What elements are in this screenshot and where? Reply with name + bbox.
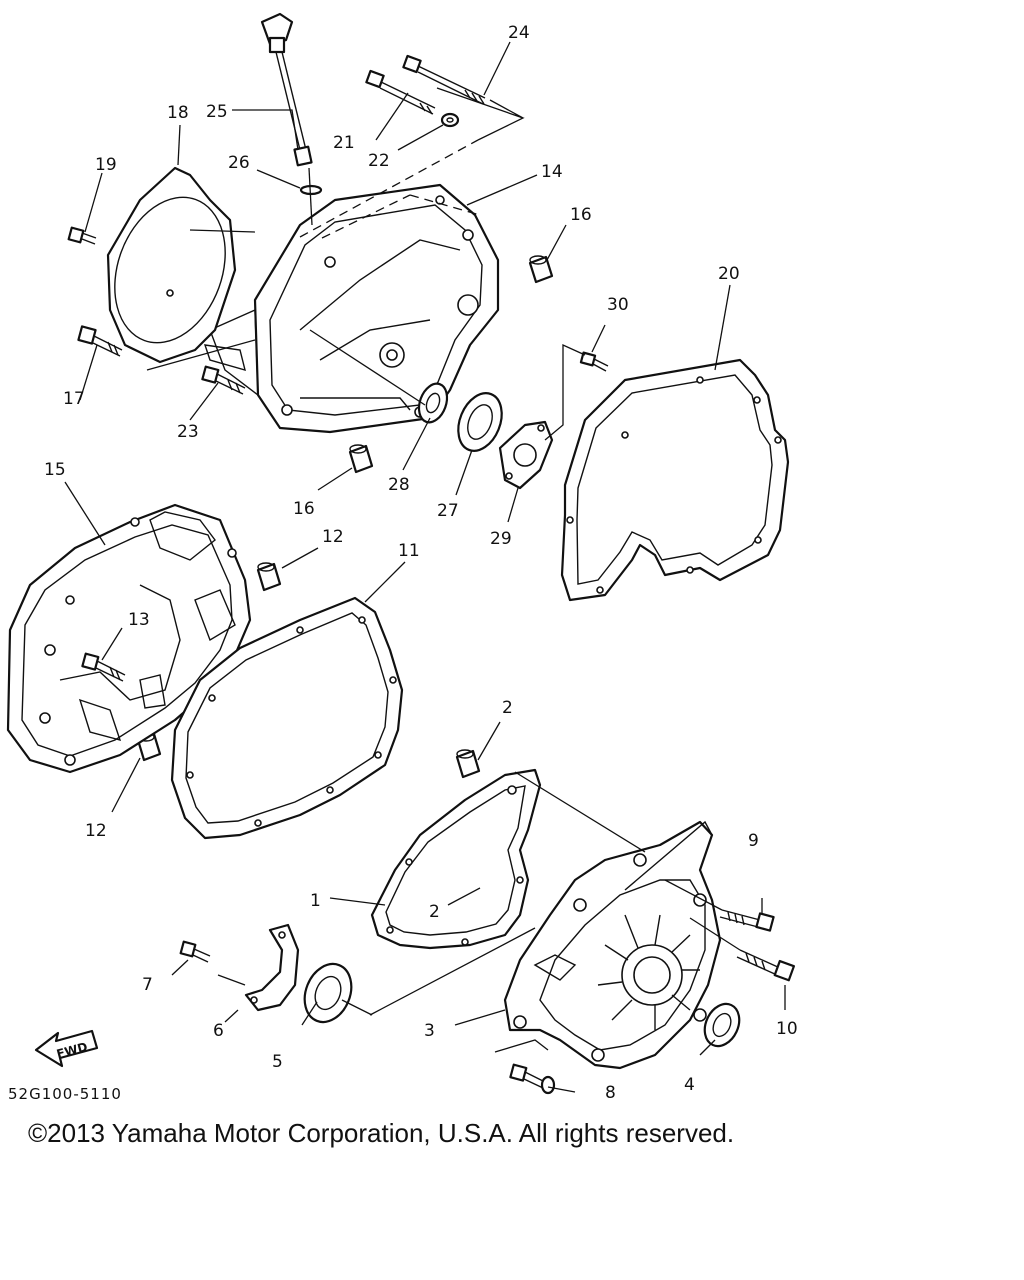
label-28: 28 <box>388 475 410 495</box>
gasket-20 <box>560 358 790 602</box>
bolt-10 <box>736 949 796 982</box>
label-9: 9 <box>748 831 759 851</box>
label-14: 14 <box>541 162 563 182</box>
screw-7 <box>179 940 211 963</box>
label-18: 18 <box>167 103 189 123</box>
label-23: 23 <box>177 422 199 442</box>
washer-22 <box>440 112 460 128</box>
part-number-labels: 1 2 2 3 4 5 6 7 8 9 10 11 12 12 13 14 15… <box>44 23 798 1103</box>
label-26: 26 <box>228 153 250 173</box>
bearing-stopper-6 <box>244 923 300 1012</box>
copyright-notice: ©2013 Yamaha Motor Corporation, U.S.A. A… <box>28 1118 735 1148</box>
label-7: 7 <box>142 975 153 995</box>
label-22: 22 <box>368 151 390 171</box>
bolt-17 <box>77 325 123 357</box>
dowel-12-upper <box>256 562 282 592</box>
label-5: 5 <box>272 1052 283 1072</box>
bolt-21 <box>365 69 436 115</box>
dowel-16-upper <box>528 255 554 284</box>
label-11: 11 <box>398 541 420 561</box>
label-3: 3 <box>424 1021 435 1041</box>
label-1: 1 <box>310 891 321 911</box>
label-13: 13 <box>128 610 150 630</box>
exploded-parts-diagram: 1 2 2 3 4 5 6 7 8 9 10 11 12 12 13 14 15… <box>6 12 798 1103</box>
label-2: 2 <box>502 698 513 718</box>
o-ring <box>299 184 323 196</box>
label-10: 10 <box>776 1019 798 1039</box>
label-16: 16 <box>570 205 592 225</box>
bearing-5 <box>303 962 353 1024</box>
dipstick <box>260 12 313 167</box>
dowel-16-lower <box>348 444 374 474</box>
dowel-2-upper <box>455 749 481 779</box>
label-12: 12 <box>322 527 344 547</box>
bolt-13 <box>81 652 126 682</box>
label-leaders <box>64 41 786 1093</box>
bearing-27 <box>457 392 503 452</box>
cover-plate <box>106 166 237 364</box>
label-2: 2 <box>429 902 440 922</box>
crankcase-cover-lower <box>503 820 722 1070</box>
label-24: 24 <box>508 23 530 43</box>
label-29: 29 <box>490 529 512 549</box>
label-15: 15 <box>44 460 66 480</box>
label-12: 12 <box>85 821 107 841</box>
crankcase-cover-upper <box>203 183 500 434</box>
drawing-code: 52G100-5110 <box>8 1085 122 1103</box>
label-21: 21 <box>333 133 355 153</box>
label-4: 4 <box>684 1075 695 1095</box>
bolt-9 <box>719 909 775 932</box>
label-20: 20 <box>718 264 740 284</box>
oil-seal-4 <box>703 1002 741 1048</box>
bearing-plate-29 <box>498 420 554 490</box>
fwd-arrow-icon: FWD <box>34 1029 99 1068</box>
bolt-19 <box>67 226 97 245</box>
bolt-24 <box>402 54 486 105</box>
label-17: 17 <box>63 389 85 409</box>
gasket-1 <box>370 768 542 950</box>
bolt-8 <box>509 1063 556 1095</box>
oil-seal-28 <box>417 382 449 424</box>
label-25: 25 <box>206 102 228 122</box>
screw-30 <box>579 351 609 372</box>
gasket-11 <box>170 596 404 840</box>
label-19: 19 <box>95 155 117 175</box>
label-8: 8 <box>605 1083 616 1103</box>
label-6: 6 <box>213 1021 224 1041</box>
dashed-line <box>299 139 481 239</box>
label-16: 16 <box>293 499 315 519</box>
label-27: 27 <box>437 501 459 521</box>
bolt-23 <box>201 365 246 395</box>
label-30: 30 <box>607 295 629 315</box>
